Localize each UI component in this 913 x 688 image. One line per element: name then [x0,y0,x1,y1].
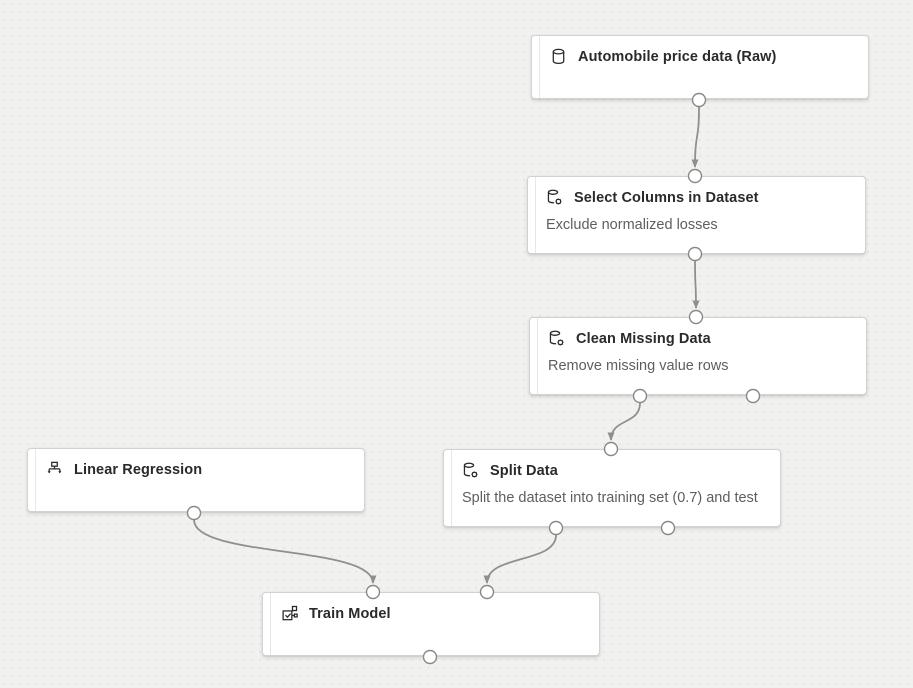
input-port-train-model-in-left[interactable] [365,584,381,600]
edge-automobile-out-to-select-columns-in[interactable] [691,106,700,168]
node-train-model[interactable]: Train Model [262,592,600,656]
node-subtitle: Exclude normalized losses [546,217,718,233]
node-status-strip [444,450,452,526]
model-train-icon [281,605,298,622]
node-subtitle: Remove missing value rows [548,358,729,374]
node-title: Train Model [309,605,391,622]
node-status-strip [530,318,538,394]
output-port-automobile-out[interactable] [691,92,707,108]
node-status-strip [532,36,540,98]
node-subtitle: Split the dataset into training set (0.7… [462,490,758,506]
database-gear-icon [462,462,479,479]
database-icon [550,48,567,65]
input-port-train-model-in-right[interactable] [479,584,495,600]
node-title: Split Data [490,462,558,479]
database-gear-icon [546,189,563,206]
node-title: Automobile price data (Raw) [578,48,777,65]
node-title: Select Columns in Dataset [574,189,759,206]
node-status-strip [263,593,271,655]
edge-linear-regression-out-to-train-model-in-left[interactable] [193,519,377,584]
input-port-clean-missing-in[interactable] [688,309,704,325]
output-port-split-data-out-left[interactable] [548,520,564,536]
output-port-linear-regression-out[interactable] [186,505,202,521]
node-body: Automobile price data (Raw) [540,36,868,98]
edge-clean-missing-out-left-to-split-data-in[interactable] [607,402,641,441]
output-port-train-model-out[interactable] [422,649,438,665]
node-body: Linear Regression [36,449,364,511]
node-automobile-price-data[interactable]: Automobile price data (Raw) [531,35,869,99]
edge-split-data-out-left-to-train-model-in-right[interactable] [483,534,557,584]
output-port-clean-missing-out-left[interactable] [632,388,648,404]
hierarchy-icon [46,461,63,478]
node-body: Train Model [271,593,599,655]
output-port-select-columns-out[interactable] [687,246,703,262]
input-port-split-data-in[interactable] [603,441,619,457]
output-port-clean-missing-out-right[interactable] [745,388,761,404]
node-status-strip [28,449,36,511]
node-title: Linear Regression [74,461,203,478]
node-status-strip [528,177,536,253]
database-gear-icon [548,330,565,347]
output-port-split-data-out-right[interactable] [660,520,676,536]
edge-select-columns-out-to-clean-missing-in[interactable] [692,260,700,309]
input-port-select-columns-in[interactable] [687,168,703,184]
node-title: Clean Missing Data [576,330,711,347]
